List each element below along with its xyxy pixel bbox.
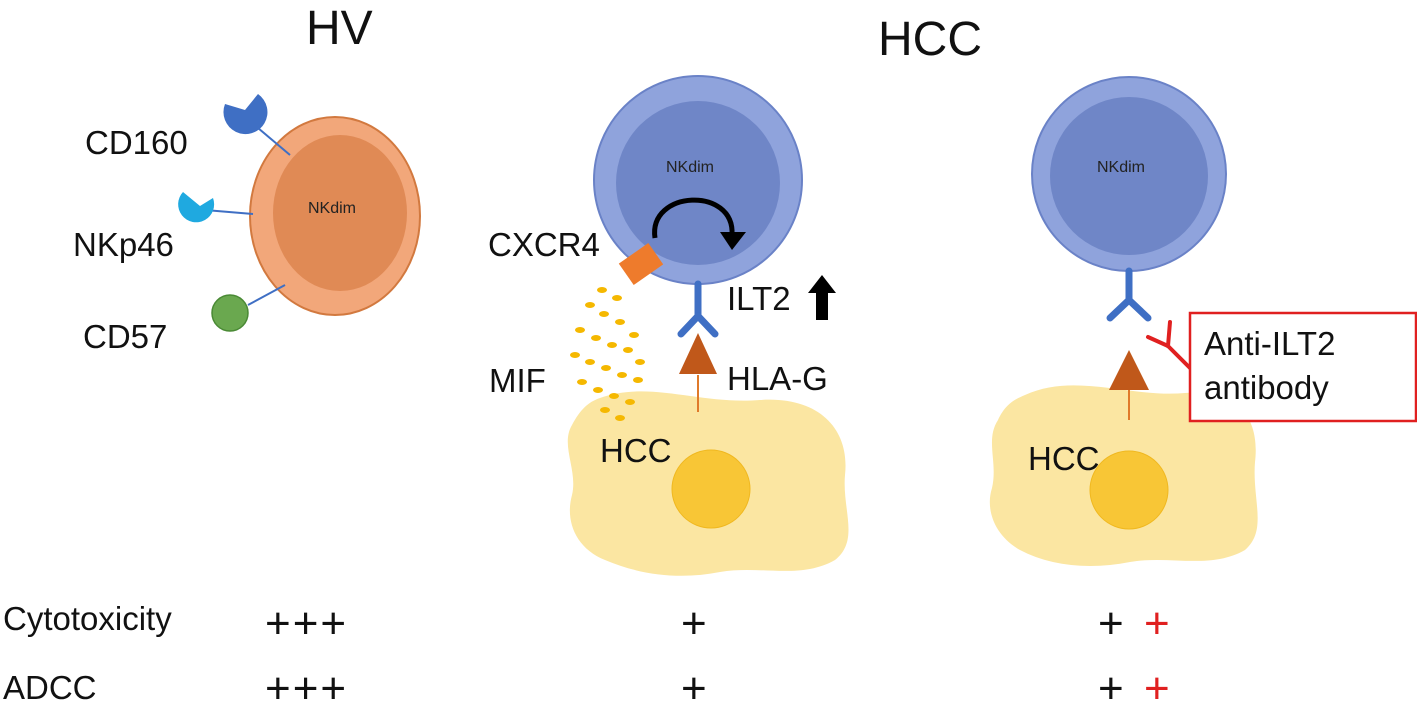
nkp46-stalk: [204, 209, 254, 215]
cd57-marker-icon: [211, 294, 249, 332]
ilt2-label: ILT2: [727, 280, 791, 317]
hcc-nucleus: [671, 449, 751, 529]
treated-nk-label: NKdim: [1097, 159, 1145, 176]
mif-particles: [570, 287, 645, 421]
nkp46-label: NKp46: [73, 226, 174, 263]
heading-hcc: HCC: [878, 13, 982, 66]
hv-nk-cell: [249, 116, 421, 316]
hv-adcc-score: +++: [265, 664, 348, 708]
cd57-label: CD57: [83, 318, 167, 355]
treated-adcc-gain: +: [1144, 664, 1170, 708]
treated-nk-cell: [1031, 76, 1227, 272]
curved-arrow-head-icon: [720, 232, 746, 250]
cxcr4-label: CXCR4: [488, 226, 600, 263]
treated-ilt2-receptor-icon: [1106, 267, 1152, 322]
treated-hla-g-icon: [1109, 350, 1149, 390]
cd160-label: CD160: [85, 124, 188, 161]
heading-hv: HV: [306, 2, 373, 55]
anti-ilt2-antibody-icon: [1146, 320, 1192, 370]
cd57-stalk: [247, 284, 286, 306]
metric-label-adcc: ADCC: [3, 669, 97, 706]
cxcr4-icon: [618, 243, 664, 285]
mif-label: MIF: [489, 362, 546, 399]
hcc-nk-label: NKdim: [666, 159, 714, 176]
hv-cell-label: NKdim: [308, 200, 356, 217]
anti-ilt2-antibody-box: [1188, 311, 1417, 423]
hcc-tumor-label: HCC: [600, 432, 672, 469]
treated-cytotoxicity-gain: +: [1144, 599, 1170, 648]
upregulation-curved-arrow: [652, 197, 735, 239]
hv-cytotoxicity-score: +++: [265, 599, 348, 648]
treated-nucleus: [1089, 450, 1169, 530]
metric-label-cytotoxicity: Cytotoxicity: [3, 600, 172, 637]
antibody-box-line-1: Anti-ILT2: [1204, 325, 1335, 362]
hcc-nk-cell: [593, 75, 803, 285]
ilt2-receptor-icon: [677, 280, 719, 338]
treated-cytotoxicity-score: +: [1098, 599, 1124, 648]
hla-g-icon: [679, 333, 717, 374]
nkp46-receptor-icon: [178, 192, 215, 223]
treated-adcc-score: +: [1098, 664, 1124, 708]
treated-tumor-label: HCC: [1028, 440, 1100, 477]
hcc-cytotoxicity-score: +: [681, 599, 707, 648]
cd160-receptor-icon: [223, 94, 268, 135]
antibody-box-line-2: antibody: [1204, 369, 1329, 406]
hcc-adcc-score: +: [681, 664, 707, 708]
ilt2-up-arrow-icon: [808, 275, 836, 320]
hla-g-label: HLA-G: [727, 360, 828, 397]
